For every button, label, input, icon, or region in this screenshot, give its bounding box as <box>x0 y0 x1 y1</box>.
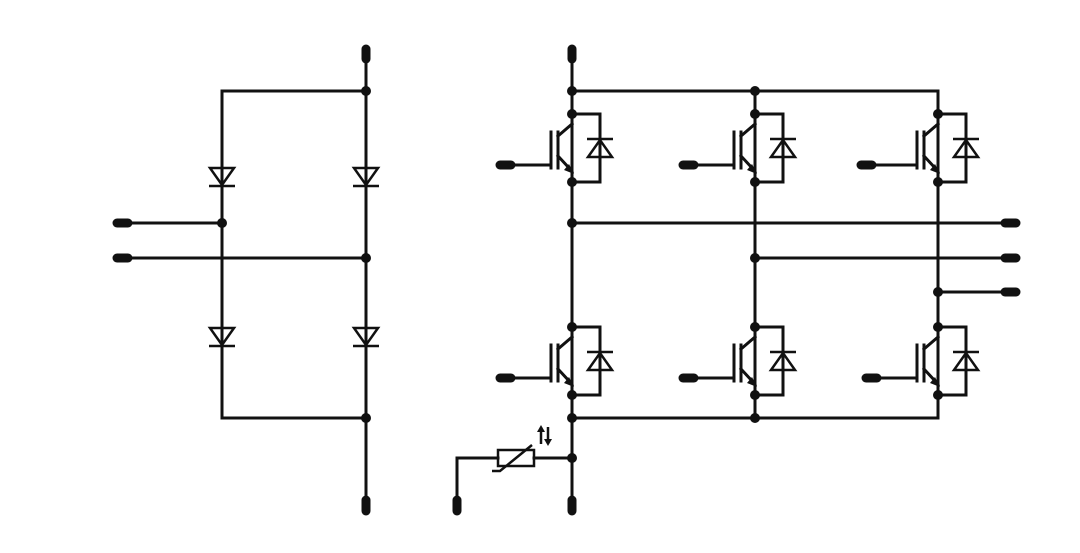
rectifier-bridge <box>112 44 381 516</box>
thermistor-slash <box>492 444 533 473</box>
junction <box>217 218 227 228</box>
igbt-lower-1 <box>500 325 615 397</box>
igbt-lower-3 <box>866 325 981 397</box>
junction <box>361 413 371 423</box>
temperature-arrows-icon <box>537 425 552 446</box>
ntc-thermistor <box>452 425 574 516</box>
igbt-upper-3 <box>866 112 981 184</box>
inverter-bridge <box>495 44 1021 516</box>
igbt-lower-2 <box>683 325 798 397</box>
junction <box>361 253 371 263</box>
igbt-upper-2 <box>683 112 798 184</box>
inverter-junctions <box>567 86 943 463</box>
igbt-upper-1 <box>500 112 615 184</box>
junction <box>361 86 371 96</box>
